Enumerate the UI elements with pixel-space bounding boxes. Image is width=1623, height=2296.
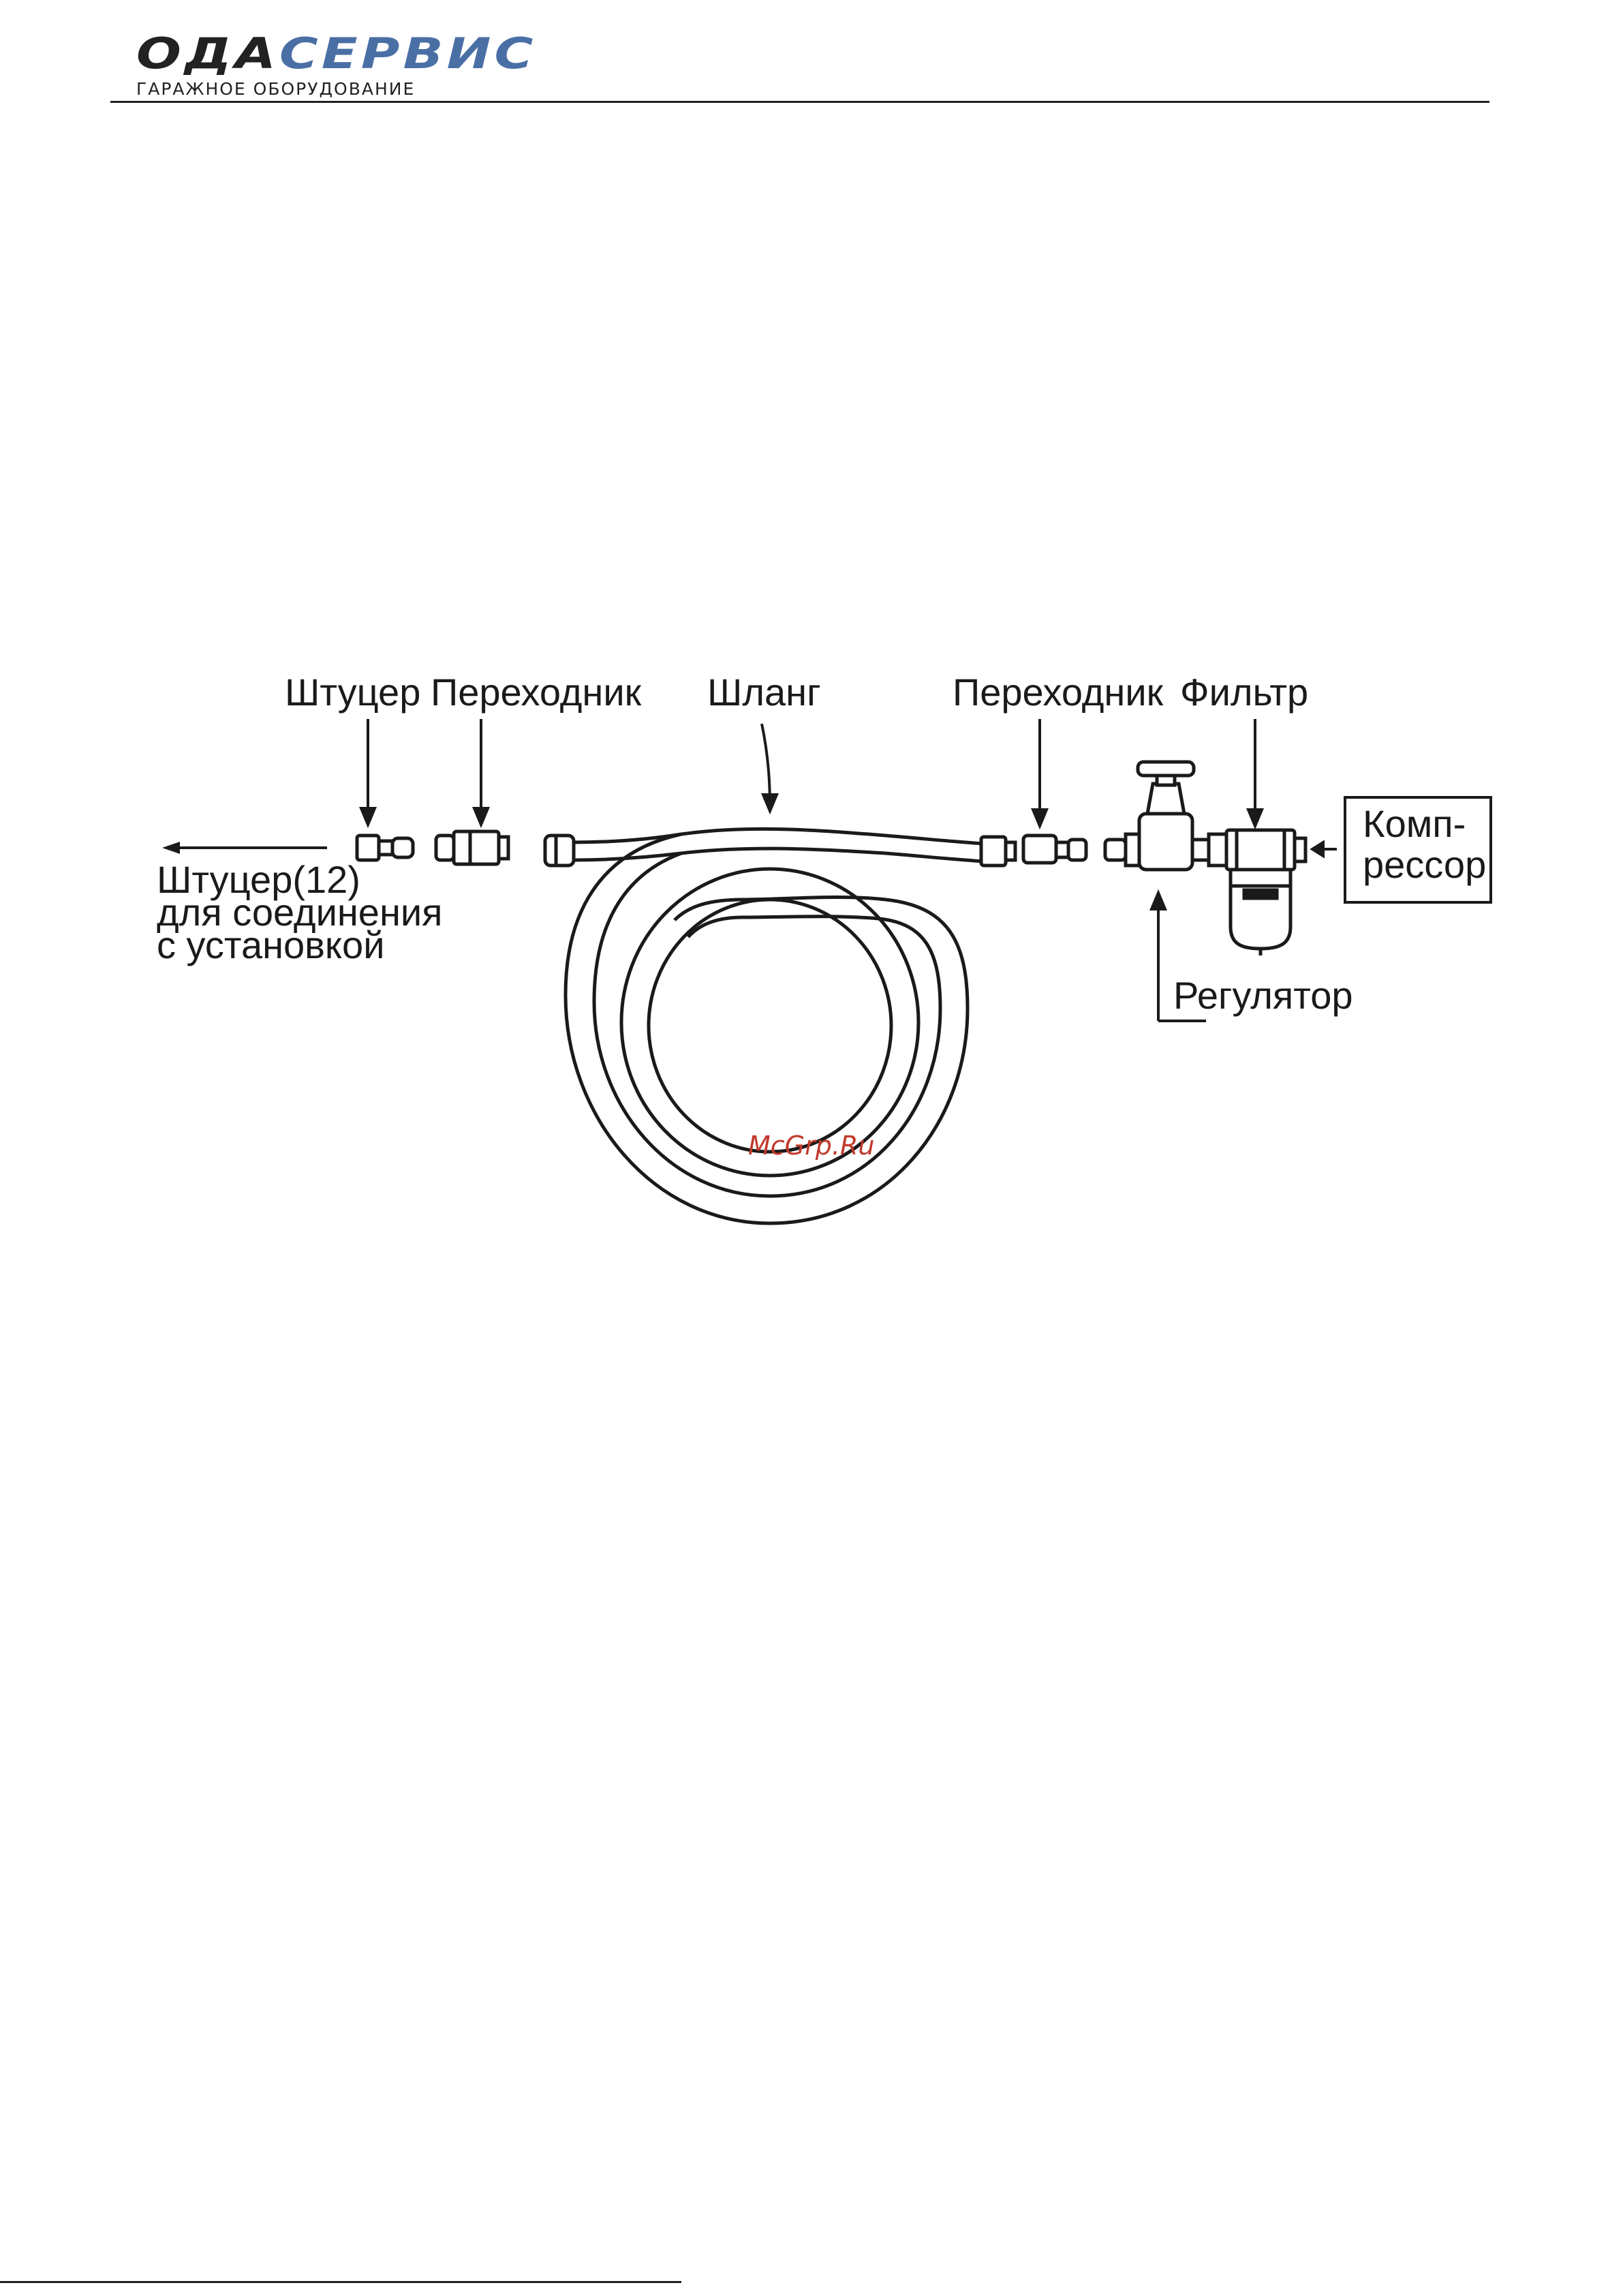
fitting-part (357, 836, 413, 860)
pointer-fitting-arrow (361, 808, 375, 825)
label-adapter-left: Переходник (431, 671, 642, 714)
regulator-part (1105, 762, 1209, 870)
hose-coil (566, 829, 985, 1223)
outlet-arrow (162, 842, 327, 854)
compressor-input-arrow (1312, 842, 1337, 856)
label-filter: Фильтр (1180, 671, 1308, 714)
pointer-filter-arrow (1248, 810, 1262, 826)
hose-top-edge (572, 829, 985, 844)
watermark: McGrp.Ru (748, 1131, 874, 1161)
filter-part (1209, 830, 1305, 955)
adapter-left-part (436, 831, 508, 864)
pointer-adapter-right-arrow (1033, 810, 1047, 826)
hose-ring-2 (649, 900, 891, 1152)
pointer-hose-arrow (763, 795, 777, 811)
hose-end-right (981, 837, 1015, 866)
hose-ring-1 (621, 869, 918, 1176)
label-compressor-line2: рессор (1363, 843, 1486, 886)
label-compressor-line1: Комп- (1363, 802, 1466, 845)
label-regulator: Регулятор (1173, 974, 1353, 1017)
footer-divider (0, 2281, 681, 2283)
hose-end-left (545, 836, 574, 866)
adapter-right-part (1023, 836, 1086, 863)
label-fitting: Штуцер (285, 671, 420, 714)
label-pointers (361, 719, 1262, 826)
pointer-adapter-left-arrow (474, 808, 488, 825)
label-outlet-line3: с установкой (157, 923, 384, 966)
label-adapter-right: Переходник (953, 671, 1164, 714)
label-hose: Шланг (707, 671, 821, 714)
